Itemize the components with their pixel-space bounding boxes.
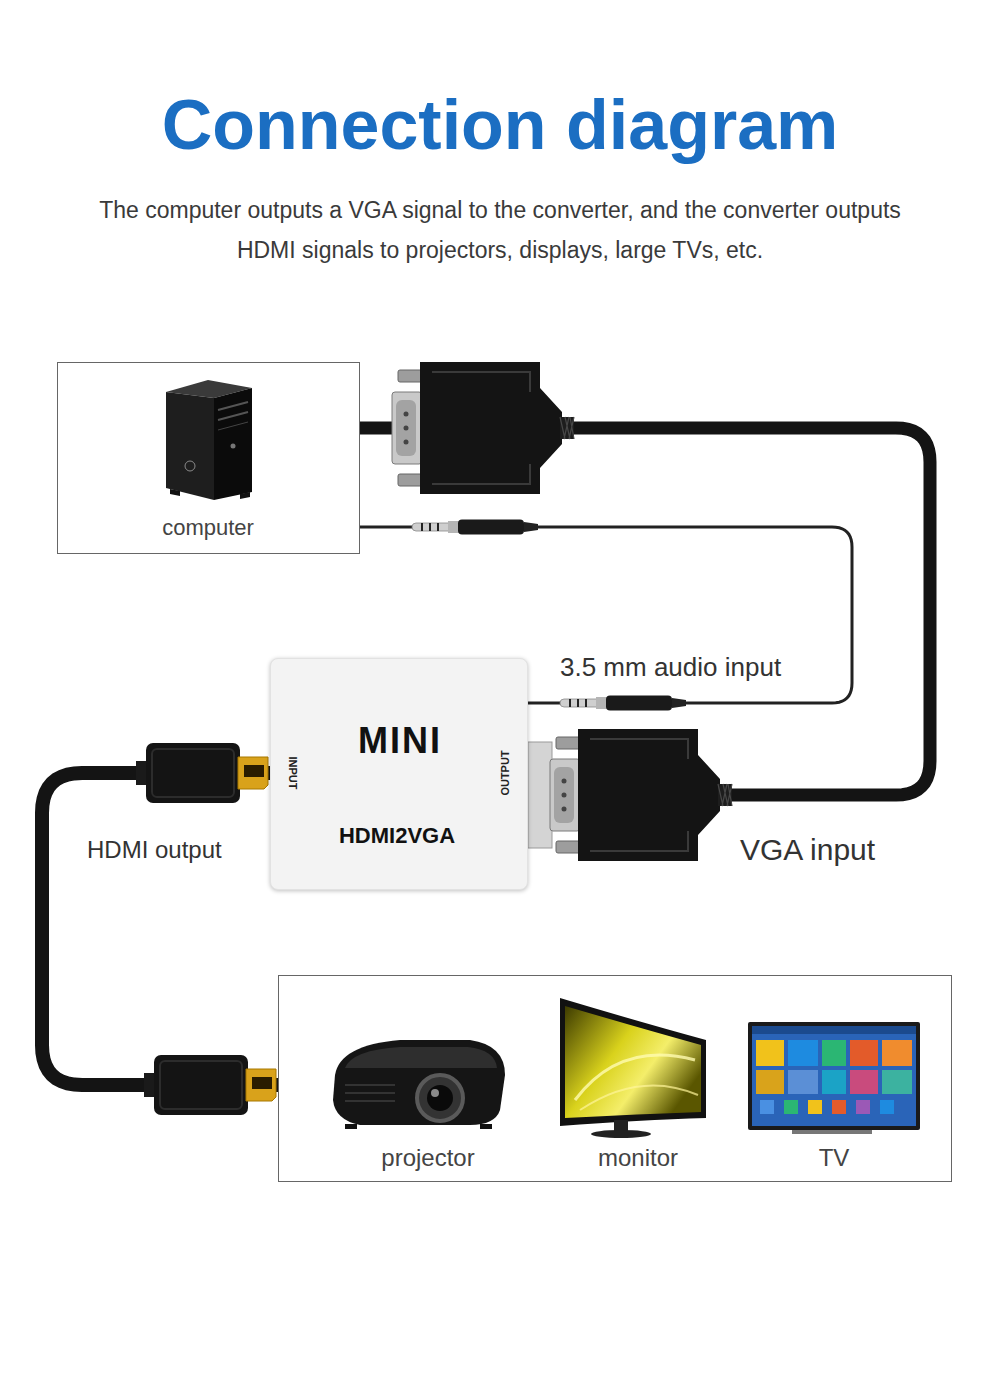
computer-tower-icon	[166, 380, 252, 500]
device-label: monitor	[598, 1144, 678, 1172]
device-label: computer	[162, 515, 254, 540]
computer-tower-icon	[170, 489, 180, 496]
device-label: projector	[381, 1144, 474, 1172]
projector-icon	[333, 1040, 505, 1129]
tv-icon	[792, 1130, 872, 1134]
tv-icon	[784, 1100, 798, 1114]
port-label: OUTPUT	[499, 750, 512, 795]
projector-icon	[345, 1100, 395, 1102]
diagram-caption: The computer outputs a VGA signal to the…	[70, 190, 930, 270]
computer-tower-icon	[231, 444, 236, 449]
illustration-layer	[560, 696, 686, 711]
tv-icon	[788, 1070, 818, 1094]
port-label: INPUT	[287, 757, 300, 790]
illustration-layer	[412, 520, 538, 535]
computer-tower-icon	[214, 388, 252, 500]
tv-icon	[748, 1022, 920, 1130]
tv-icon	[752, 1026, 916, 1126]
monitor-icon	[560, 998, 706, 1138]
monitor-icon	[591, 1130, 651, 1138]
projector-icon	[345, 1047, 497, 1068]
monitor-icon	[565, 1006, 701, 1118]
computer-tower-icon	[218, 422, 248, 430]
port-label: 3.5 mm audio input	[560, 652, 781, 683]
display-devices-box: projector monitor TV	[278, 975, 952, 1182]
monitor-icon	[580, 1085, 698, 1110]
computer-box: computer	[57, 362, 360, 554]
tv-icon	[756, 1070, 784, 1094]
tv-icon	[788, 1040, 818, 1066]
computer-tower-icon	[166, 392, 214, 500]
port-label: VGA input	[740, 832, 875, 868]
projector-icon	[345, 1084, 395, 1086]
tv-icon	[880, 1100, 894, 1114]
tv-icon	[760, 1100, 774, 1114]
illustration-layer	[392, 362, 574, 494]
tv-icon	[748, 1022, 920, 1134]
projector-icon	[417, 1075, 463, 1121]
converter-box: MINI HDMI2VGA INPUT OUTPUT	[270, 658, 528, 890]
tv-icon	[756, 1040, 784, 1066]
projector-icon	[345, 1092, 395, 1094]
diagram-title: Connection diagram	[0, 84, 1000, 166]
monitor-icon	[560, 998, 706, 1126]
model-text: HDMI2VGA	[339, 823, 455, 848]
computer-tower-icon	[218, 412, 248, 420]
vga-port	[528, 742, 552, 848]
projector-icon	[431, 1089, 439, 1097]
tv-icon	[822, 1070, 846, 1094]
illustration-layer	[550, 729, 732, 861]
projector-icon	[480, 1124, 492, 1129]
projector-icon	[345, 1124, 357, 1129]
computer-tower-icon	[185, 461, 195, 471]
tv-icon	[752, 1026, 916, 1034]
port-label: HDMI output	[87, 836, 222, 865]
monitor-icon	[575, 1055, 695, 1100]
computer-tower-icon	[218, 402, 248, 410]
device-label: TV	[819, 1144, 850, 1172]
hdmi-cable	[42, 773, 278, 1085]
tv-icon	[822, 1040, 846, 1066]
tv-icon	[856, 1100, 870, 1114]
vga-port	[528, 742, 552, 848]
computer-tower-icon	[240, 492, 250, 499]
tv-icon	[850, 1070, 878, 1094]
illustration-layer	[144, 1055, 276, 1115]
illustration-layer	[136, 743, 268, 803]
tv-icon	[882, 1040, 912, 1066]
tv-icon	[832, 1100, 846, 1114]
tv-icon	[850, 1040, 878, 1066]
tv-icon	[808, 1100, 822, 1114]
projector-icon	[427, 1085, 453, 1111]
tv-icon	[882, 1070, 912, 1094]
projector-icon	[333, 1040, 505, 1125]
brand-text: MINI	[358, 720, 442, 761]
